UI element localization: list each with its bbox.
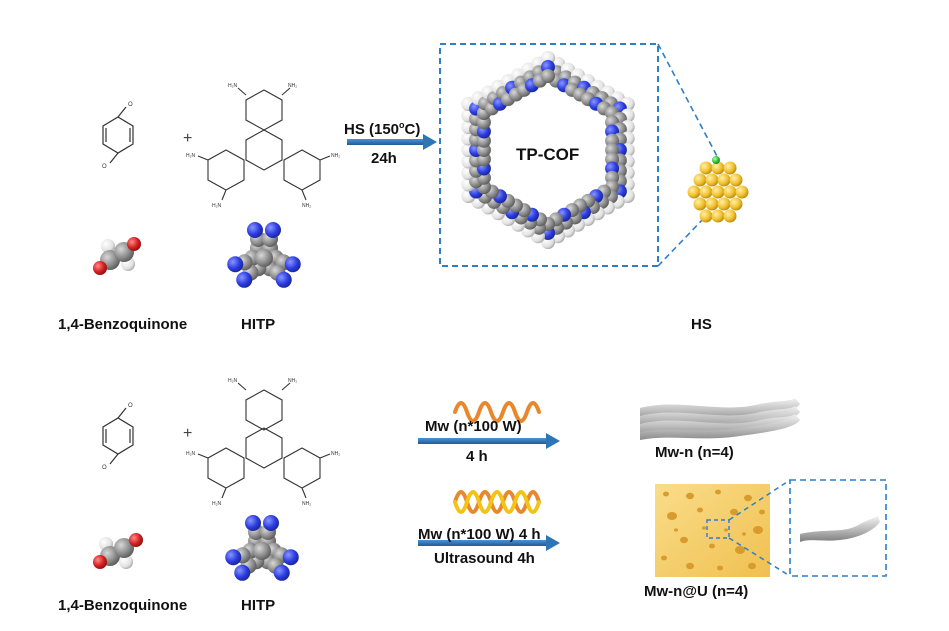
hitp-model-top [227,222,301,288]
inset-sheet [800,516,880,542]
plus-sign-bottom: + [183,425,192,442]
zoom-line-lower [657,215,707,267]
tp-cof-pore-model [461,51,635,249]
reaction-arrow-microwave-ultrasound [418,535,560,551]
svg-text:NH₂: NH₂ [302,501,311,507]
benzoquinone-structure-bottom: O O [102,403,134,471]
svg-text:O: O [128,102,133,108]
label-mw-n-at-u: Mw-n@U (n=4) [644,583,749,600]
hitp-nh2-labels-top: H₂N NH₂ H₂N NH₂ H₂N NH₂ [186,83,340,209]
condition-microwave-line1: Mw (n*100 W) [425,418,522,435]
mw-n-stacked-sheets [640,398,800,440]
svg-text:H₂N: H₂N [228,378,238,384]
svg-text:NH₂: NH₂ [302,203,311,209]
svg-text:H₂N: H₂N [212,203,222,209]
benzoquinone-model-top [93,237,141,275]
plus-sign-top: + [183,130,192,147]
inset-zoom-line-upper [728,479,791,521]
reaction-arrow-microwave [418,433,560,449]
hitp-nh2-labels-bottom: H₂N NH₂ H₂N NH₂ H₂N NH₂ [186,378,340,507]
microwave-ultrasound-wave-icon [453,490,541,514]
svg-text:NH₂: NH₂ [331,153,340,159]
svg-text:H₂N: H₂N [186,153,196,159]
label-hs: HS [691,316,712,333]
label-hitp-bottom: HITP [241,597,276,614]
label-benzoquinone-bottom: 1,4-Benzoquinone [58,597,188,614]
condition-combined-line2: Ultrasound 4h [434,550,535,567]
label-benzoquinone-top: 1,4-Benzoquinone [58,316,188,333]
condition-top-line2: 24h [371,150,397,167]
condition-combined-line1: Mw (n*100 W) 4 h [418,526,541,543]
label-hitp-top: HITP [241,316,276,333]
mw-n-at-u-sponge [655,484,770,577]
svg-text:NH₂: NH₂ [331,451,340,457]
condition-microwave-line2: 4 h [466,448,488,465]
hitp-model-bottom [225,515,299,581]
benzoquinone-model-bottom [93,533,143,569]
microwave-wave-icon [453,401,541,423]
svg-text:H₂N: H₂N [212,501,222,507]
label-tp-cof: TP-COF [516,145,580,164]
hitp-structure-top [197,87,331,201]
benzoquinone-structure-top: O O [102,102,134,170]
inset-zoom-line-lower [728,537,791,577]
svg-text:O: O [128,403,133,409]
svg-text:O: O [102,164,107,170]
svg-text:O: O [102,465,107,471]
hs-gold-cluster [687,156,749,223]
label-mw-n: Mw-n (n=4) [655,444,734,461]
reaction-arrow-top [347,134,437,150]
svg-text:H₂N: H₂N [186,451,196,457]
condition-top-line1: HS (150oC) [344,120,421,138]
zoom-line-upper [657,43,719,159]
svg-text:NH₂: NH₂ [288,378,297,384]
svg-text:H₂N: H₂N [228,83,238,89]
svg-text:NH₂: NH₂ [288,83,297,89]
hitp-structure-bottom [197,382,331,499]
mw-n-at-u-inset-marker [706,519,730,539]
